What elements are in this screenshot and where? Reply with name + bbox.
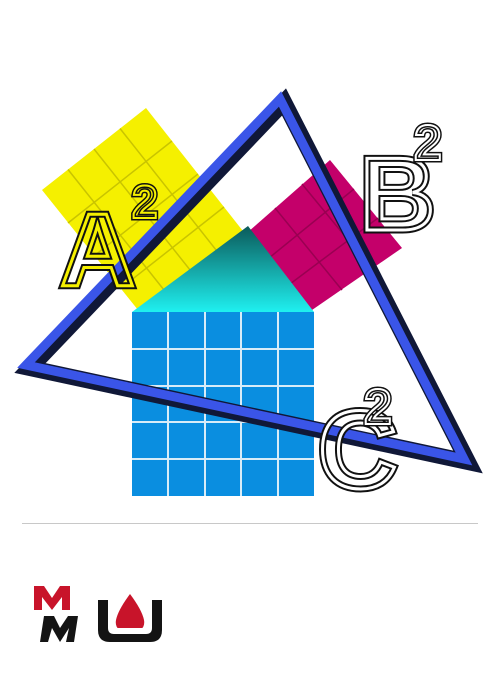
- exponent-c: 2: [364, 379, 392, 435]
- exponent-b-stripe: 2: [414, 115, 442, 171]
- exponent-c-stripe: 2: [364, 379, 392, 435]
- letter-a-stripe: A: [60, 193, 135, 309]
- exponent-b: 2: [414, 115, 442, 171]
- letter-c-outline: C: [318, 389, 397, 512]
- letter-c-stripe: C: [318, 389, 397, 512]
- outline-triangle: [14, 88, 483, 474]
- pythagorean-artwork: A A 2 2 B B 2 2 C C 2 2: [14, 88, 483, 516]
- exponent-a: 2: [132, 176, 158, 228]
- letter-a-outline: A: [60, 193, 135, 309]
- letter-b-outline: B: [360, 137, 435, 253]
- divider: [22, 523, 478, 524]
- exponent-a-stripe: 2: [132, 176, 158, 228]
- gradient-triangle: [132, 226, 314, 312]
- mmu-logo: [34, 586, 162, 642]
- label-a-squared: A A 2 2: [57, 174, 161, 313]
- label-b-squared: B B 2 2: [357, 113, 445, 257]
- letter-b-stripe: B: [360, 137, 435, 253]
- label-c-squared: C C 2 2: [315, 377, 401, 516]
